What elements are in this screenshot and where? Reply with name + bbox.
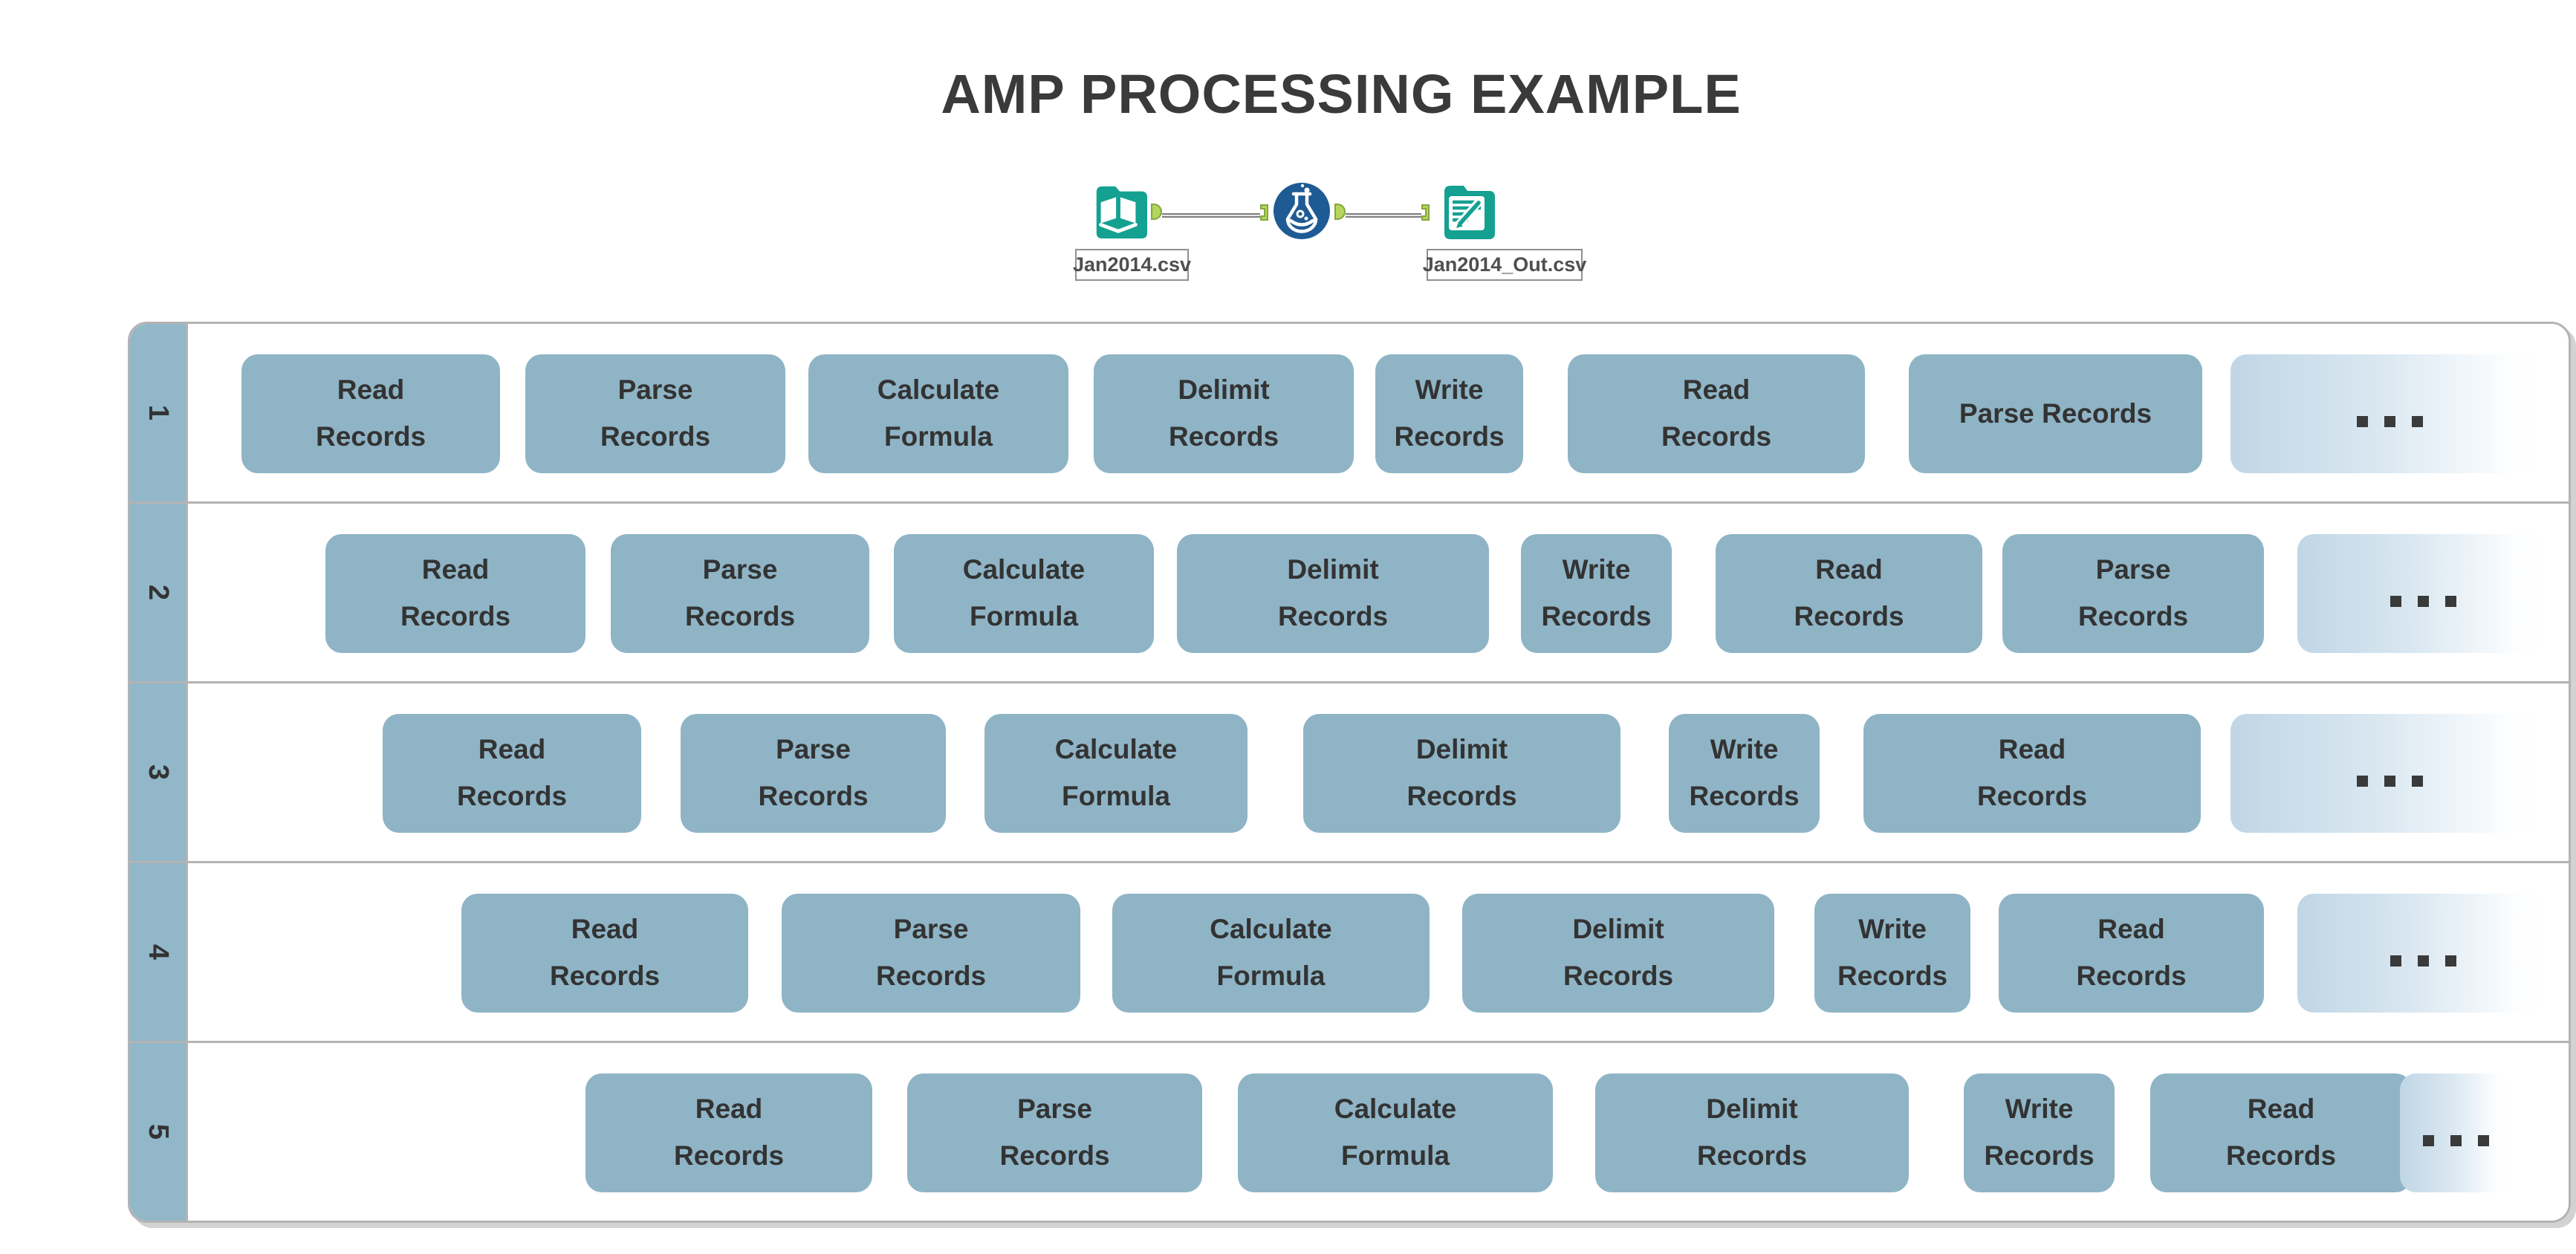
ellipsis-dot [2390, 596, 2401, 607]
output-data-tool-icon [1444, 186, 1495, 239]
connector-line [1162, 213, 1260, 218]
more-processes-indicator [2400, 1073, 2511, 1192]
formula-tool-icon [1274, 183, 1330, 239]
process-box: Read Records [461, 894, 748, 1013]
lane-content: Read Records Parse Records Calculate For… [188, 324, 2569, 501]
lane-number-label: 4 [130, 863, 188, 1041]
page-title: AMP PROCESSING EXAMPLE [941, 63, 1742, 125]
swimlane-row-5: 5 Read Records Parse Records Calculate F… [130, 1041, 2569, 1221]
process-box: Delimit Records [1094, 354, 1354, 473]
process-box: Parse Records [611, 534, 869, 653]
process-box: Write Records [1669, 714, 1820, 833]
swimlane-row-2: 2 Read Records Parse Records Calculate F… [130, 501, 2569, 681]
process-box: Parse Records [2002, 534, 2264, 653]
process-box: Write Records [1375, 354, 1523, 473]
process-box: Parse Records [907, 1073, 1202, 1192]
process-box: Read Records [1568, 354, 1865, 473]
ellipsis-dot [2412, 776, 2423, 787]
lane-number-label: 5 [130, 1043, 188, 1221]
process-box: Parse Records [1909, 354, 2202, 473]
process-box: Delimit Records [1303, 714, 1620, 833]
process-box: Write Records [1964, 1073, 2115, 1192]
process-box: Read Records [2150, 1073, 2412, 1192]
lane-number: 5 [142, 1123, 174, 1140]
process-box: Read Records [241, 354, 500, 473]
ellipsis-dot [2384, 416, 2395, 427]
lane-number-label: 2 [130, 504, 188, 681]
more-processes-indicator [2297, 534, 2549, 653]
ellipsis-dot [2450, 1135, 2462, 1146]
ellipsis-dot [2412, 416, 2423, 427]
input-data-tool-icon [1096, 186, 1147, 239]
lane-number: 4 [142, 943, 174, 961]
lane-number: 1 [142, 404, 174, 421]
process-box: Calculate Formula [1238, 1073, 1553, 1192]
lane-number-label: 3 [130, 683, 188, 861]
lane-number-label: 1 [130, 324, 188, 501]
ellipsis-dot [2422, 1135, 2434, 1146]
swimlane-row-3: 3 Read Records Parse Records Calculate F… [130, 681, 2569, 861]
process-box: Parse Records [525, 354, 785, 473]
process-box: Read Records [383, 714, 641, 833]
swimlane-row-4: 4 Read Records Parse Records Calculate F… [130, 861, 2569, 1041]
process-box: Read Records [585, 1073, 872, 1192]
swimlane-row-1: 1 Read Records Parse Records Calculate F… [130, 324, 2569, 501]
ellipsis-dot [2445, 955, 2456, 967]
process-box: Read Records [1863, 714, 2201, 833]
process-box: Delimit Records [1177, 534, 1489, 653]
connector-line [1346, 213, 1421, 218]
more-processes-indicator [2231, 354, 2549, 473]
ellipsis-dot [2418, 596, 2429, 607]
output-anchor-icon [1151, 204, 1162, 220]
process-box: Parse Records [782, 894, 1080, 1013]
ellipsis-dot [2445, 596, 2456, 607]
input-anchor-icon [1421, 204, 1430, 221]
process-box: Read Records [325, 534, 585, 653]
ellipsis-dot [2357, 416, 2368, 427]
ellipsis-dot [2418, 955, 2429, 967]
lane-content: Read Records Parse Records Calculate For… [188, 504, 2569, 681]
swimlane-panel: 1 Read Records Parse Records Calculate F… [128, 322, 2571, 1223]
input-anchor-icon [1260, 204, 1268, 221]
process-box: Calculate Formula [808, 354, 1068, 473]
process-box: Calculate Formula [984, 714, 1248, 833]
ellipsis-dot [2384, 776, 2395, 787]
process-box: Delimit Records [1595, 1073, 1909, 1192]
process-box: Write Records [1521, 534, 1672, 653]
process-box: Read Records [1716, 534, 1982, 653]
ellipsis-dot [2357, 776, 2368, 787]
process-box: Delimit Records [1462, 894, 1774, 1013]
process-box: Calculate Formula [894, 534, 1154, 653]
lane-content: Read Records Parse Records Calculate For… [188, 863, 2569, 1041]
more-processes-indicator [2231, 714, 2549, 833]
lane-number: 2 [142, 584, 174, 601]
lane-content: Read Records Parse Records Calculate For… [188, 1043, 2569, 1221]
lane-content: Read Records Parse Records Calculate For… [188, 683, 2569, 861]
process-box: Parse Records [681, 714, 946, 833]
process-box: Calculate Formula [1112, 894, 1430, 1013]
more-processes-indicator [2297, 894, 2549, 1013]
ellipsis-dot [2390, 955, 2401, 967]
ellipsis-dot [2477, 1135, 2489, 1146]
process-box: Read Records [1999, 894, 2264, 1013]
output-file-label: Jan2014_Out.csv [1423, 249, 1586, 281]
output-anchor-icon [1334, 204, 1346, 220]
input-file-label: Jan2014.csv [1073, 249, 1191, 281]
lane-number: 3 [142, 764, 174, 781]
process-box: Write Records [1814, 894, 1970, 1013]
